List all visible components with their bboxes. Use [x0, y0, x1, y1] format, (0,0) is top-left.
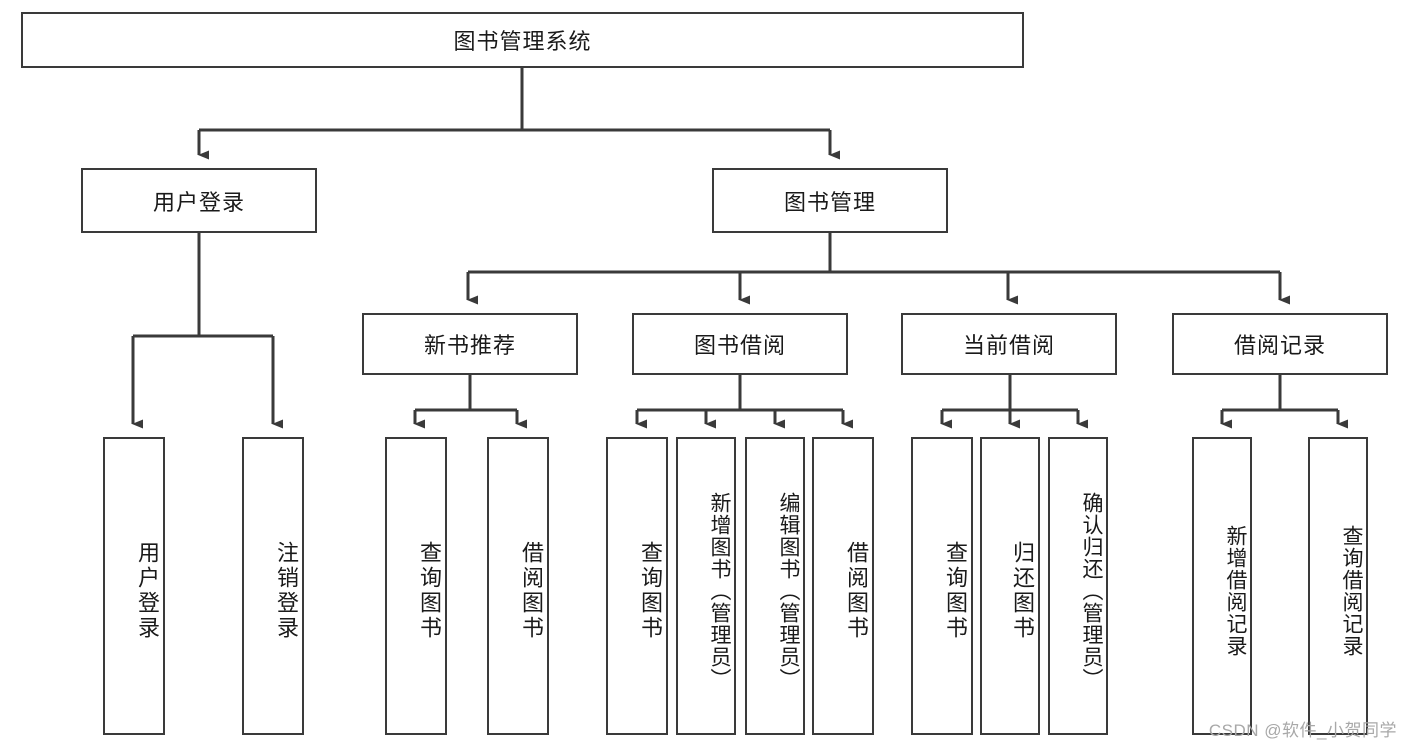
- node-book-management-label: 图书管理: [783, 189, 876, 215]
- node-book-borrow-label: 图书借阅: [693, 333, 786, 358]
- node-user-login[interactable]: 用户登录: [81, 168, 317, 233]
- node-leaf-query-book-1[interactable]: 查询图书: [385, 437, 447, 735]
- node-leaf-user-logout-label: 注销登录: [274, 541, 299, 641]
- node-book-management[interactable]: 图书管理: [712, 168, 948, 233]
- node-leaf-return-book-label: 归还图书: [1010, 541, 1035, 641]
- node-current-borrow-label: 当前借阅: [962, 333, 1055, 358]
- node-leaf-query-book-1-label: 查询图书: [417, 541, 442, 641]
- node-root[interactable]: 图书管理系统: [21, 12, 1024, 68]
- node-leaf-user-login[interactable]: 用户登录: [103, 437, 165, 735]
- node-leaf-query-record-label: 查询借阅记录: [1340, 525, 1363, 657]
- node-leaf-borrow-book-2-label: 借阅图书: [844, 541, 869, 641]
- node-leaf-query-book-2-label: 查询图书: [638, 541, 663, 641]
- node-current-borrow[interactable]: 当前借阅: [901, 313, 1117, 375]
- node-leaf-query-record[interactable]: 查询借阅记录: [1308, 437, 1368, 735]
- node-book-borrow[interactable]: 图书借阅: [632, 313, 848, 375]
- node-leaf-add-book-label: 新增图书（管理员）: [708, 492, 731, 690]
- node-borrow-record[interactable]: 借阅记录: [1172, 313, 1388, 375]
- node-leaf-user-login-label: 用户登录: [135, 541, 160, 641]
- watermark-text: CSDN @软件_小贺同学: [1208, 721, 1397, 740]
- node-leaf-add-record-label: 新增借阅记录: [1224, 525, 1247, 657]
- node-leaf-add-record[interactable]: 新增借阅记录: [1192, 437, 1252, 735]
- node-leaf-edit-book[interactable]: 编辑图书（管理员）: [745, 437, 805, 735]
- node-leaf-borrow-book-1[interactable]: 借阅图书: [487, 437, 549, 735]
- node-new-book-recommend[interactable]: 新书推荐: [362, 313, 578, 375]
- node-leaf-borrow-book-2[interactable]: 借阅图书: [812, 437, 874, 735]
- node-leaf-query-book-3[interactable]: 查询图书: [911, 437, 973, 735]
- node-new-book-recommend-label: 新书推荐: [423, 333, 516, 358]
- node-leaf-add-book[interactable]: 新增图书（管理员）: [676, 437, 736, 735]
- node-user-login-label: 用户登录: [152, 189, 245, 215]
- node-leaf-confirm-return-label: 确认归还（管理员）: [1080, 492, 1103, 690]
- node-leaf-confirm-return[interactable]: 确认归还（管理员）: [1048, 437, 1108, 735]
- node-borrow-record-label: 借阅记录: [1233, 333, 1326, 358]
- node-root-label: 图书管理系统: [453, 29, 592, 54]
- node-leaf-user-logout[interactable]: 注销登录: [242, 437, 304, 735]
- node-leaf-edit-book-label: 编辑图书（管理员）: [777, 492, 800, 690]
- node-leaf-query-book-3-label: 查询图书: [943, 541, 968, 641]
- node-leaf-query-book-2[interactable]: 查询图书: [606, 437, 668, 735]
- node-leaf-return-book[interactable]: 归还图书: [980, 437, 1040, 735]
- node-leaf-borrow-book-1-label: 借阅图书: [519, 541, 544, 641]
